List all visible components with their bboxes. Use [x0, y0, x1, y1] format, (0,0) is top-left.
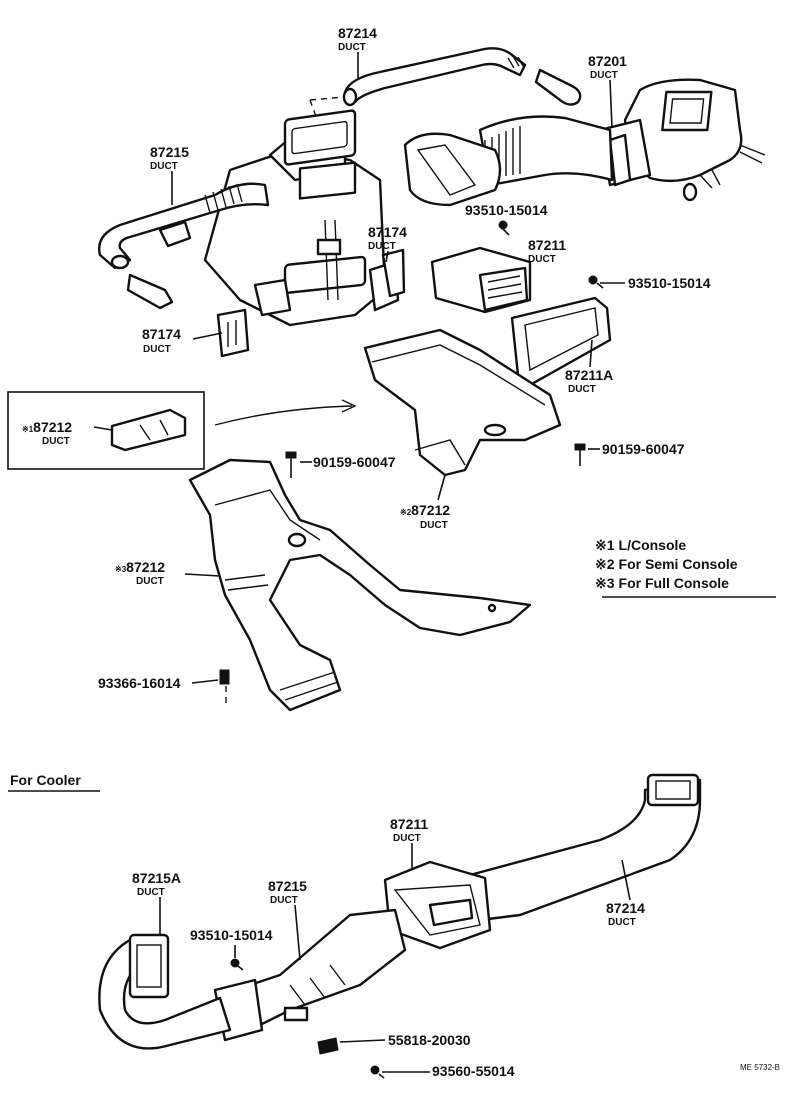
label-87211-cooler: 87211 DUCT	[390, 816, 428, 868]
svg-text:DUCT: DUCT	[608, 917, 636, 928]
svg-text:DUCT: DUCT	[568, 384, 596, 395]
bolt-90159-right	[574, 443, 586, 466]
svg-text:※187212: ※187212	[22, 419, 72, 435]
vent-frame-87211A	[510, 296, 612, 387]
label-87215A: 87215A DUCT	[132, 870, 181, 935]
label-87215-top: 87215 DUCT	[150, 144, 189, 205]
cooler-duct-87214	[468, 773, 702, 922]
label-87201: 87201 DUCT	[588, 53, 627, 129]
svg-text:DUCT: DUCT	[368, 241, 396, 252]
screw-93510-top	[498, 220, 510, 236]
svg-text:87214: 87214	[606, 900, 645, 916]
svg-text:90159-60047: 90159-60047	[313, 454, 396, 470]
label-87211A: 87211A DUCT	[565, 339, 613, 395]
svg-text:DUCT: DUCT	[270, 895, 298, 906]
cooler-vent-87211	[383, 860, 492, 950]
svg-text:DUCT: DUCT	[420, 520, 448, 531]
intake-duct	[403, 115, 614, 207]
svg-text:DUCT: DUCT	[590, 70, 618, 81]
screw-93510-right	[588, 275, 604, 289]
screw-93510-cooler	[230, 958, 244, 971]
svg-text:93366-16014: 93366-16014	[98, 675, 181, 691]
svg-text:87211: 87211	[390, 816, 428, 832]
label-87214-top: 87214 DUCT	[338, 25, 377, 78]
svg-text:55818-20030: 55818-20030	[388, 1032, 471, 1048]
svg-text:DUCT: DUCT	[137, 887, 165, 898]
hose-87214	[342, 47, 582, 107]
svg-text:90159-60047: 90159-60047	[602, 441, 685, 457]
callout-arrow	[214, 405, 353, 426]
svg-text:※387212: ※387212	[115, 559, 165, 575]
svg-text:DUCT: DUCT	[150, 161, 178, 172]
section-title: For Cooler	[10, 772, 81, 788]
label-87211-top: 87211 DUCT	[528, 237, 566, 265]
cooler-duct-87215A	[98, 933, 232, 1050]
svg-text:※287212: ※287212	[400, 502, 450, 518]
svg-text:DUCT: DUCT	[393, 833, 421, 844]
label-93510-right: 93510-15014	[600, 275, 711, 291]
svg-text:87214: 87214	[338, 25, 377, 41]
side-duct-87174-left	[216, 308, 250, 358]
svg-text:87211: 87211	[528, 237, 566, 253]
label-87174-left: 87174 DUCT	[142, 326, 223, 355]
svg-text:87201: 87201	[588, 53, 627, 69]
bolt-90159-mid	[285, 451, 297, 478]
console-duct-87212-full	[188, 458, 532, 712]
label-93510-cooler: 93510-15014	[190, 927, 273, 958]
svg-text:93510-15014: 93510-15014	[465, 202, 548, 218]
svg-text:87215: 87215	[150, 144, 189, 160]
label-90159-right: 90159-60047	[588, 441, 685, 457]
svg-text:DUCT: DUCT	[42, 436, 70, 447]
svg-text:DUCT: DUCT	[143, 344, 171, 355]
side-duct-87174-right	[368, 248, 406, 312]
svg-text:93510-15014: 93510-15014	[628, 275, 711, 291]
svg-text:DUCT: DUCT	[338, 42, 366, 53]
svg-text:87215A: 87215A	[132, 870, 181, 886]
label-87215-cooler: 87215 DUCT	[268, 878, 307, 961]
label-93510-top: 93510-15014	[465, 202, 548, 218]
label-93366: 93366-16014	[98, 675, 219, 691]
label-87212-lconsole: ※187212 DUCT	[22, 419, 113, 447]
vent-duct-87211	[430, 246, 532, 314]
svg-text:87174: 87174	[368, 224, 407, 240]
clip-55818	[317, 1037, 339, 1055]
label-87214-cooler: 87214 DUCT	[606, 859, 645, 928]
bolt-93366	[219, 669, 230, 705]
console-duct-87212-semi	[363, 328, 562, 477]
blower-duct-87201	[598, 78, 766, 202]
svg-text:DUCT: DUCT	[136, 576, 164, 587]
arrow-head	[341, 399, 357, 413]
hose-87215	[98, 182, 270, 310]
label-87212-full: ※387212 DUCT	[115, 559, 221, 587]
svg-text:93560-55014: 93560-55014	[432, 1063, 515, 1079]
figure-code: ME 5732-B	[740, 1063, 780, 1072]
cooler-duct-87215	[213, 908, 407, 1042]
label-87174-right: 87174 DUCT	[368, 224, 407, 263]
svg-text:DUCT: DUCT	[528, 254, 556, 265]
svg-text:87215: 87215	[268, 878, 307, 894]
label-93560: 93560-55014	[382, 1063, 515, 1079]
heater-unit	[203, 109, 387, 327]
console-duct-87212-lconsole	[110, 408, 187, 452]
label-55818: 55818-20030	[339, 1032, 471, 1048]
svg-text:87174: 87174	[142, 326, 181, 342]
svg-text:87211A: 87211A	[565, 367, 613, 383]
screw-93560	[370, 1065, 385, 1079]
label-87212-semi: ※287212 DUCT	[400, 474, 450, 531]
svg-text:93510-15014: 93510-15014	[190, 927, 273, 943]
label-90159-mid: 90159-60047	[300, 454, 396, 470]
box-87212-lconsole	[7, 391, 205, 470]
